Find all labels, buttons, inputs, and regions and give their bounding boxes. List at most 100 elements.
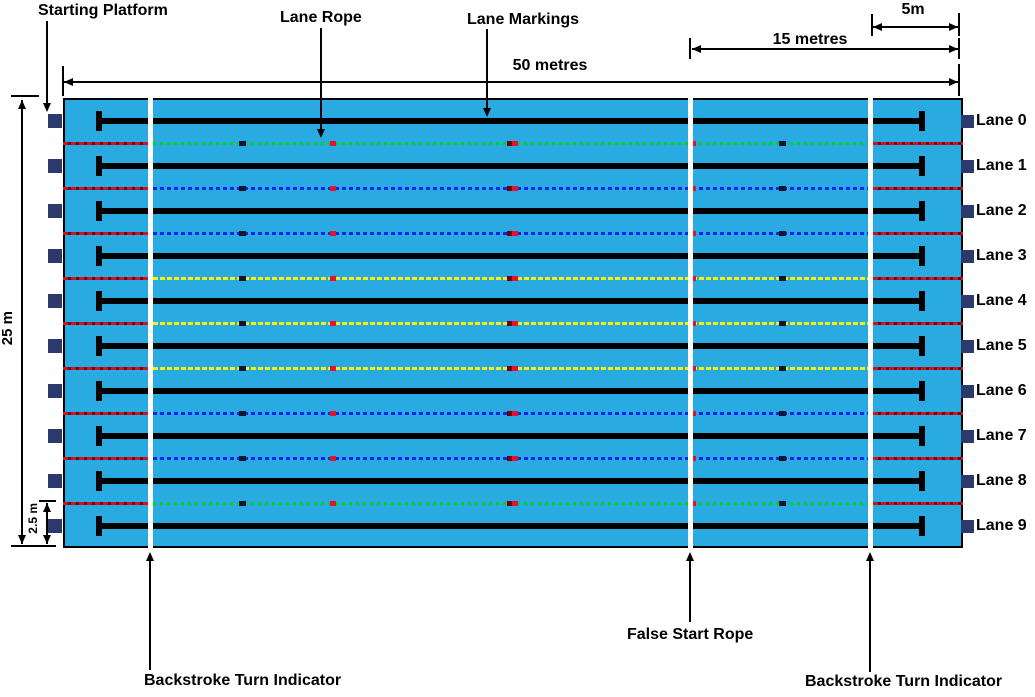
lane-marking-end-left: [96, 110, 102, 131]
lane-marking: [99, 477, 922, 484]
rope-red-end-left: [63, 186, 153, 190]
backstroke-turn-indicator-right-arrowhead: [866, 552, 874, 561]
rope-mark-35m: [690, 410, 696, 416]
lane-marking-end-right: [919, 155, 925, 176]
rope-red-end-left: [63, 231, 153, 235]
rope-mark-10m: [239, 140, 246, 146]
lane-marking-end-right: [919, 245, 925, 266]
rope-red-end-right: [873, 411, 963, 415]
starting-platform-left: [48, 473, 62, 488]
starting-platform-left: [48, 518, 62, 533]
lane-label: Lane 8: [976, 471, 1027, 489]
rope-mark-40m: [779, 455, 786, 461]
lane-marking: [99, 207, 922, 214]
rope-mark-35m: [690, 140, 696, 146]
rope-mark-35m: [690, 500, 696, 506]
backstroke-turn-indicator-left-arrowhead: [146, 552, 154, 561]
rope-red-end-right: [873, 231, 963, 235]
lane-marking-end-right: [919, 515, 925, 536]
starting-platform-left: [48, 113, 62, 128]
false-start-rope-label: False Start Rope: [627, 626, 754, 643]
lane-markings-arrowhead: [483, 108, 491, 117]
lane-marking-end-left: [96, 245, 102, 266]
rope-mark-35m: [690, 455, 696, 461]
rope-red-end-left: [63, 141, 153, 145]
starting-platform-left: [48, 203, 62, 218]
lane-marking-end-right: [919, 200, 925, 221]
starting-platform-right: [961, 429, 974, 443]
dim-pool-length-tick-left: [62, 66, 64, 96]
rope-mark-25m: [507, 140, 518, 146]
dim-lane-width-line: [46, 503, 48, 544]
dim-backstroke-distance-tick-right: [958, 13, 960, 36]
starting-platform-right: [961, 339, 974, 353]
lane-rope-blue: [63, 230, 963, 236]
rope-red-end-right: [873, 186, 963, 190]
rope-mark-10m: [239, 410, 246, 416]
lane-marking: [99, 297, 922, 304]
rope-red-end-left: [63, 456, 153, 460]
backstroke-turn-indicator-line-left: [148, 98, 153, 548]
rope-mark-25m: [507, 320, 518, 326]
dim-backstroke-distance-tick-left: [871, 14, 873, 36]
lane-marking-end-left: [96, 335, 102, 356]
rope-mark-35m: [690, 320, 696, 326]
lane-label: Lane 4: [976, 291, 1027, 309]
rope-mark-35m: [690, 185, 696, 191]
rope-red-end-right: [873, 456, 963, 460]
lane-marking-end-left: [96, 155, 102, 176]
rope-mark-10m: [239, 185, 246, 191]
lane-markings-leader-line: [486, 29, 488, 109]
backstroke-turn-indicator-line-right: [868, 98, 873, 548]
rope-red-end-right: [873, 501, 963, 505]
lane-marking: [99, 432, 922, 439]
rope-red-end-left: [63, 276, 153, 280]
dim-backstroke-distance-line: [873, 26, 958, 28]
starting-platform-right: [961, 249, 974, 263]
dim-backstroke-distance-label: 5m: [901, 1, 925, 18]
rope-mark-15m: [330, 320, 336, 326]
lane-marking: [99, 522, 922, 529]
starting-platform-left: [48, 383, 62, 398]
dim-false-start-distance-arrow-left: [692, 45, 701, 53]
dim-false-start-distance-arrow-right: [949, 45, 958, 53]
lane-marking-end-right: [919, 380, 925, 401]
lane-rope-yellow: [63, 320, 963, 326]
lane-rope-blue: [63, 185, 963, 191]
rope-mark-40m: [779, 410, 786, 416]
lane-label: Lane 9: [976, 516, 1027, 534]
dim-lane-width-arrow-top: [43, 503, 51, 512]
rope-mark-10m: [239, 500, 246, 506]
lane-marking: [99, 252, 922, 259]
rope-mark-10m: [239, 275, 246, 281]
lane-marking: [99, 342, 922, 349]
rope-mark-25m: [507, 455, 518, 461]
dim-pool-length-arrow-left: [64, 78, 73, 86]
lane-markings-label: Lane Markings: [467, 11, 580, 28]
false-start-rope-line: [688, 98, 693, 548]
starting-platform-right: [961, 159, 974, 173]
dim-backstroke-distance-arrow-left: [873, 23, 882, 31]
rope-mark-15m: [330, 500, 336, 506]
starting-platform-left: [48, 158, 62, 173]
rope-mark-15m: [330, 275, 336, 281]
lane-rope-blue: [63, 455, 963, 461]
rope-mark-25m: [507, 365, 518, 371]
lane-label: Lane 6: [976, 381, 1027, 399]
rope-mark-15m: [330, 455, 336, 461]
rope-mark-10m: [239, 365, 246, 371]
starting-platform-label: Starting Platform: [38, 2, 168, 19]
lane-marking-end-left: [96, 380, 102, 401]
lane-marking: [99, 162, 922, 169]
dim-pool-width-tick-bottom: [11, 545, 39, 547]
rope-mark-35m: [690, 230, 696, 236]
starting-platform-right: [961, 474, 974, 488]
lane-marking-end-right: [919, 290, 925, 311]
rope-red-end-left: [63, 501, 153, 505]
rope-mark-40m: [779, 320, 786, 326]
starting-platform-left: [48, 248, 62, 263]
starting-platform-right: [961, 204, 974, 218]
rope-mark-10m: [239, 230, 246, 236]
rope-red-end-left: [63, 411, 153, 415]
rope-mark-25m: [507, 275, 518, 281]
